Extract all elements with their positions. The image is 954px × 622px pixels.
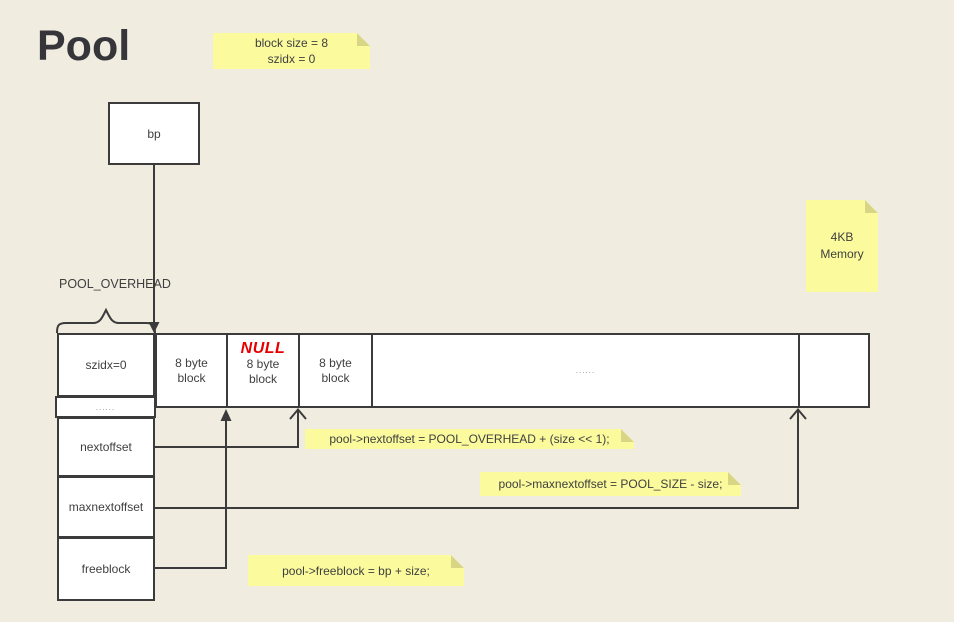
note-4kb-line1: 4KB bbox=[830, 230, 854, 244]
bar-last-cell bbox=[800, 335, 870, 406]
note-block-size-line2: szidx = 0 bbox=[267, 52, 316, 66]
block-cell-null: NULL 8 byte block bbox=[228, 335, 298, 406]
field-freeblock-label: freeblock bbox=[81, 562, 131, 576]
block-cell-1-line1: 8 byte bbox=[175, 355, 208, 370]
field-nextoffset-label: nextoffset bbox=[80, 440, 132, 454]
field-szidx-label: szidx=0 bbox=[85, 358, 127, 372]
block-cell-3-line1: 8 byte bbox=[319, 355, 352, 370]
bar-divider bbox=[798, 335, 800, 406]
bar-divider bbox=[226, 335, 228, 406]
bar-divider bbox=[371, 335, 373, 406]
block-cell-null-line2: block bbox=[248, 372, 277, 386]
block-cell-1: 8 byte block bbox=[157, 335, 226, 406]
folded-corner-icon bbox=[865, 200, 878, 213]
field-freeblock: freeblock bbox=[57, 537, 155, 601]
field-maxnextoffset-label: maxnextoffset bbox=[68, 500, 144, 514]
note-maxnextoffset-code: pool->maxnextoffset = POOL_SIZE - size; bbox=[480, 472, 741, 496]
page-title: Pool bbox=[37, 22, 131, 70]
note-4kb-memory: 4KB Memory bbox=[806, 200, 878, 292]
note-4kb-line2: Memory bbox=[820, 247, 864, 261]
block-cell-3: 8 byte block bbox=[300, 335, 371, 406]
bar-dots-label: ...... bbox=[575, 366, 596, 375]
null-label: NULL bbox=[240, 340, 286, 357]
note-nextoffset-code-text: pool->nextoffset = POOL_OVERHEAD + (size… bbox=[329, 432, 610, 446]
field-dots-label: ...... bbox=[95, 402, 116, 412]
note-freeblock-code-text: pool->freeblock = bp + size; bbox=[282, 563, 430, 578]
bp-box-label: bp bbox=[147, 126, 161, 141]
note-block-size: block size = 8 szidx = 0 bbox=[213, 33, 370, 69]
bp-box: bp bbox=[108, 102, 200, 165]
pool-overhead-brace bbox=[56, 307, 156, 334]
bar-divider bbox=[298, 335, 300, 406]
pool-overhead-label: POOL_OVERHEAD bbox=[59, 277, 171, 291]
field-dots: ...... bbox=[55, 396, 156, 418]
block-cell-1-line2: block bbox=[177, 370, 206, 385]
folded-corner-icon bbox=[621, 429, 634, 442]
field-nextoffset: nextoffset bbox=[57, 417, 155, 477]
field-maxnextoffset: maxnextoffset bbox=[57, 476, 155, 538]
note-maxnextoffset-code-text: pool->maxnextoffset = POOL_SIZE - size; bbox=[498, 477, 723, 491]
note-freeblock-code: pool->freeblock = bp + size; bbox=[248, 555, 464, 586]
folded-corner-icon bbox=[451, 555, 464, 568]
memory-bar: 8 byte block NULL 8 byte block 8 byte bl… bbox=[155, 333, 870, 408]
freeblock-arrow bbox=[155, 409, 232, 569]
nextoffset-arrow bbox=[155, 407, 307, 448]
bp-arrow bbox=[148, 165, 160, 333]
block-cell-null-line1: 8 byte bbox=[246, 357, 280, 371]
note-nextoffset-code: pool->nextoffset = POOL_OVERHEAD + (size… bbox=[305, 429, 634, 449]
folded-corner-icon bbox=[728, 472, 741, 485]
field-szidx: szidx=0 bbox=[57, 333, 155, 397]
block-cell-3-line2: block bbox=[321, 370, 350, 385]
folded-corner-icon bbox=[357, 33, 370, 46]
bar-dots-cell: ...... bbox=[373, 335, 798, 406]
note-block-size-line1: block size = 8 bbox=[254, 36, 329, 50]
